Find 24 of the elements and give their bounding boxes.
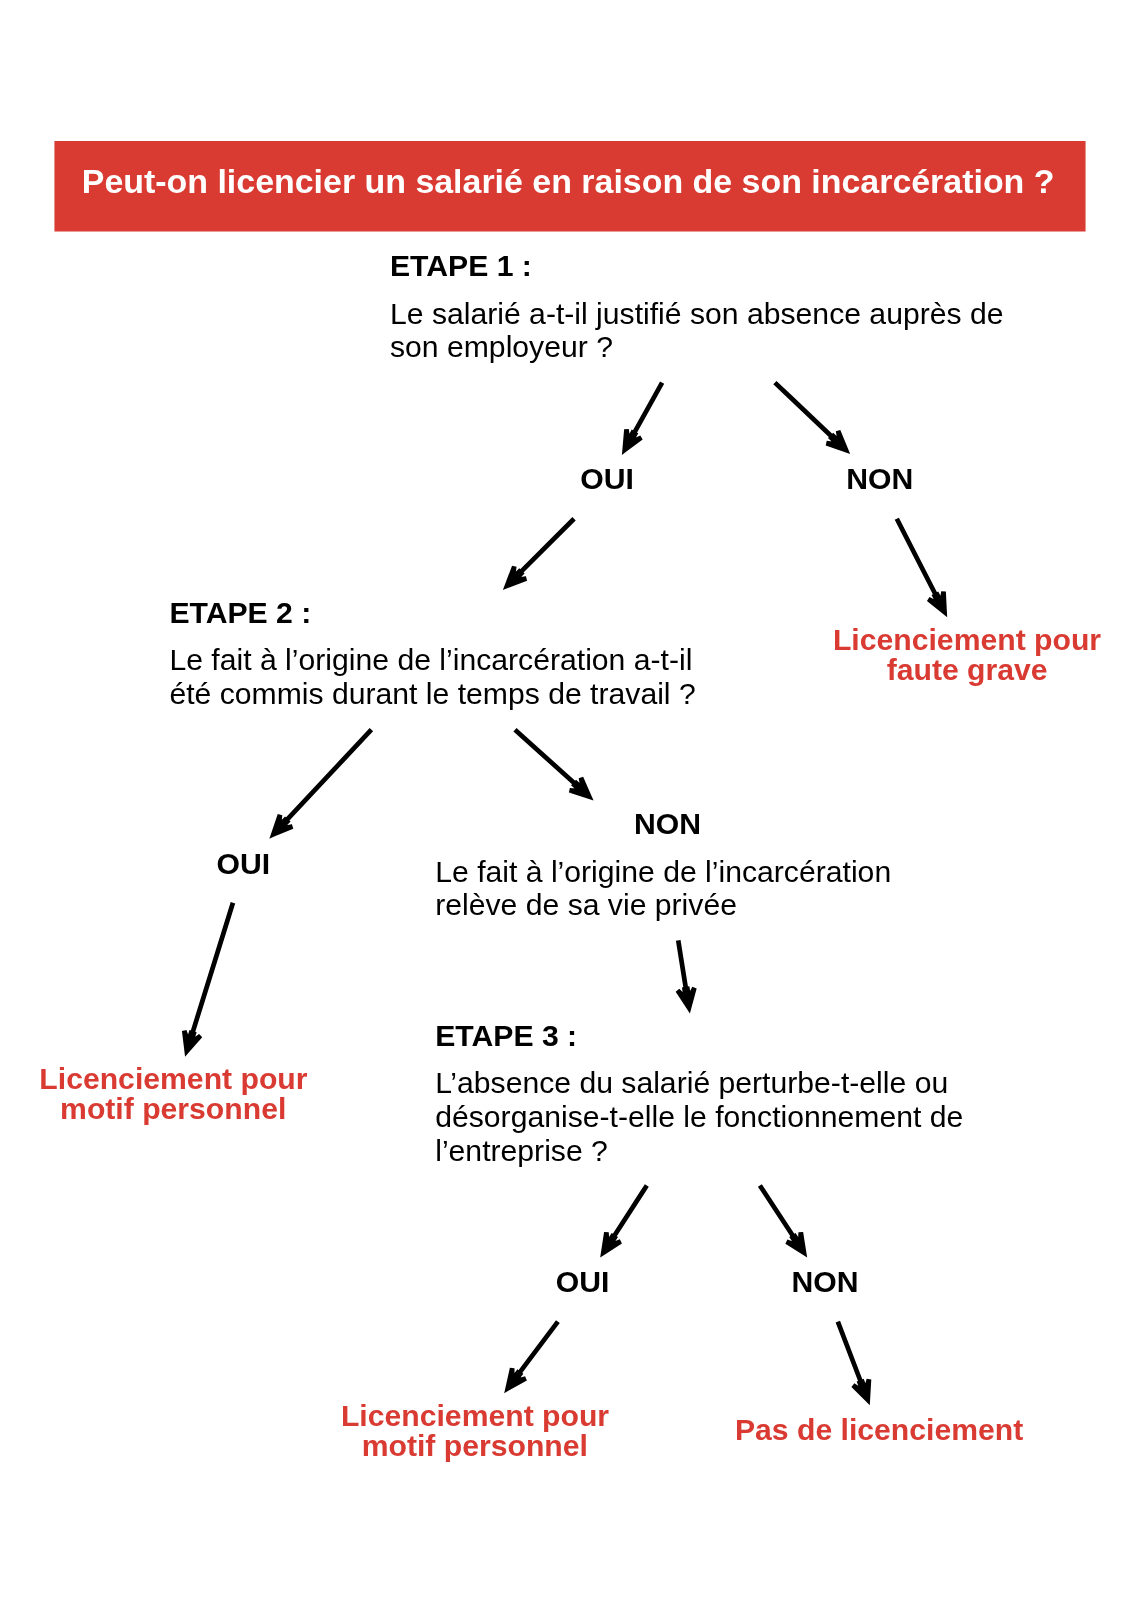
arrow bbox=[894, 517, 947, 615]
node-text: ETAPE 2 : Le fait à l’origine de l’incarcération a-t-il été commis durant le temps de travail ? bbox=[169, 595, 696, 710]
arrow bbox=[505, 1319, 560, 1391]
arrow bbox=[622, 380, 665, 452]
arrow bbox=[181, 901, 236, 1054]
arrow bbox=[513, 727, 592, 799]
node-text: Licenciement pour motif personnel bbox=[340, 1398, 610, 1462]
node-text: OUI bbox=[216, 846, 271, 880]
node-text: Licenciement pour faute grave bbox=[832, 622, 1102, 686]
arrow bbox=[773, 380, 849, 452]
node-text: Licenciement pour motif personnel bbox=[39, 1061, 308, 1125]
node-text: NON bbox=[791, 1264, 859, 1298]
arrow bbox=[600, 1183, 649, 1255]
arrow bbox=[504, 516, 576, 588]
node-text: OUI bbox=[580, 461, 634, 495]
node-text: ETAPE 1 : Le salarié a-t-il justifié son absence auprès de son employeur ? bbox=[389, 248, 1004, 363]
node-text: OUI bbox=[555, 1264, 610, 1298]
node-text: NON Le fait à l’origine de l’incarcération relève de sa vie privée bbox=[435, 806, 892, 921]
diagram-title: Peut-on licencier un salarié en raison de son incarcération ? bbox=[81, 161, 1055, 200]
node-text: Pas de licenciement bbox=[734, 1412, 1024, 1445]
arrow bbox=[757, 1183, 807, 1255]
node-text: ETAPE 3 : L’absence du salarié perturbe-t-elle ou désorganise-t-elle le fonctionnement de l’entreprise ? bbox=[435, 1018, 964, 1167]
arrow bbox=[270, 727, 374, 837]
node-text: NON bbox=[846, 461, 914, 495]
